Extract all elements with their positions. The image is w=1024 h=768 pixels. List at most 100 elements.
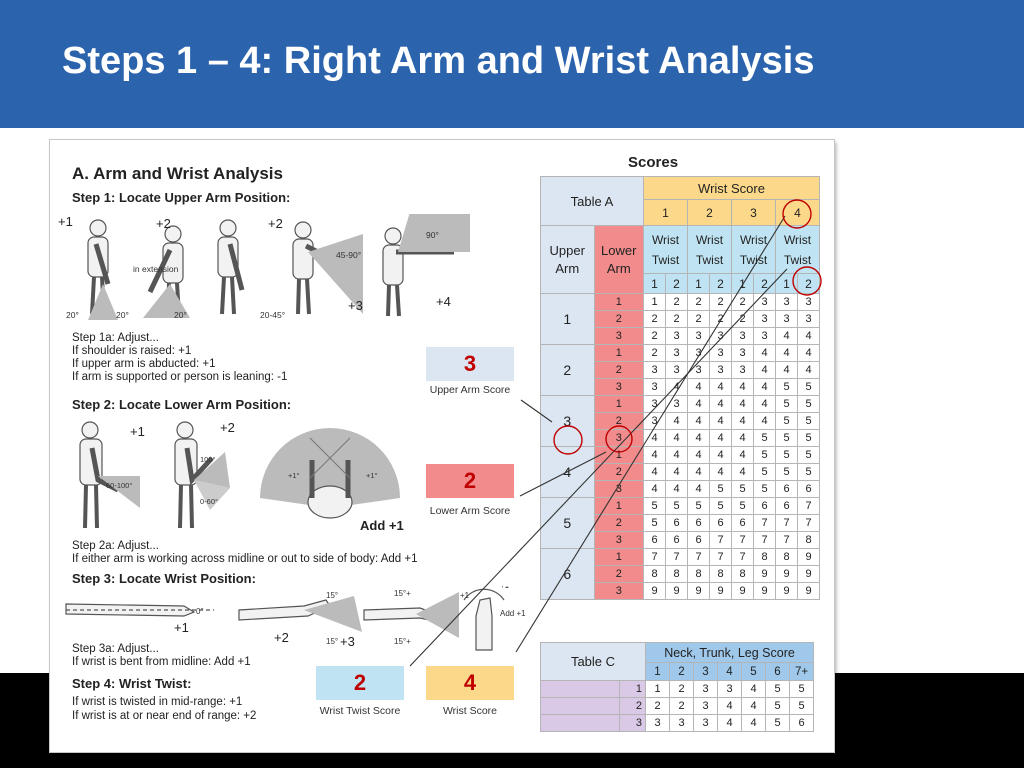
svg-text:+3: +3 [348, 298, 363, 313]
table-a-cell: 4 [665, 429, 688, 447]
lower-arm-value: 2 [593, 565, 645, 583]
table-c-row-label: 2 [619, 697, 646, 715]
table-a-cell: 3 [797, 293, 820, 311]
reba-worksheet: A. Arm and Wrist Analysis Step 1: Locate… [50, 140, 834, 752]
table-a-cell: 4 [709, 429, 732, 447]
table-a-cell: 4 [775, 327, 798, 345]
table-a-cell: 5 [687, 497, 710, 515]
table-a-cell: 7 [753, 531, 776, 549]
svg-text:+1: +1 [460, 591, 470, 600]
table-c-col: 6 [765, 662, 790, 681]
table-c-row-label: 3 [619, 714, 646, 732]
upper-arm-score-box: 3 [426, 347, 514, 381]
table-c-col: 2 [669, 662, 694, 681]
table-a-cell: 4 [709, 378, 732, 396]
table-a-cell: 2 [731, 293, 754, 311]
table-a-cell: 6 [665, 514, 688, 532]
table-c-blank [540, 714, 620, 732]
table-a-cell: 3 [643, 378, 666, 396]
table-a-cell: 3 [687, 361, 710, 379]
lower-arm-value: 1 [593, 548, 645, 566]
svg-text:15°+: 15°+ [394, 637, 411, 646]
svg-text:+1: +1 [500, 586, 510, 590]
lower-arm-figure-2 [174, 421, 214, 529]
step1-title: Step 1: Locate Upper Arm Position: [72, 190, 291, 205]
table-a-cell: 3 [709, 327, 732, 345]
table-a-cell: 6 [797, 480, 820, 498]
table-a-cell: 4 [687, 480, 710, 498]
svg-text:20-45°: 20-45° [260, 310, 285, 320]
upper-arm-value: 4 [540, 446, 595, 498]
lower-arm-value: 1 [593, 344, 645, 362]
table-a-cell: 9 [775, 565, 798, 583]
table-a-cell: 7 [775, 514, 798, 532]
svg-text:+4: +4 [436, 294, 451, 309]
table-c-cell: 4 [741, 680, 766, 698]
lower-arm-value: 3 [593, 327, 645, 345]
upper-arm-value: 2 [540, 344, 595, 396]
wrist-score-box: 4 [426, 666, 514, 700]
svg-text:20°: 20° [116, 310, 129, 320]
table-a-cell: 9 [753, 565, 776, 583]
table-a-cell: 3 [687, 344, 710, 362]
table-a-cell: 7 [753, 514, 776, 532]
table-a-cell: 8 [709, 565, 732, 583]
table-a-cell: 2 [709, 310, 732, 328]
table-a-cell: 9 [797, 548, 820, 566]
svg-text:Add +1: Add +1 [500, 609, 526, 618]
wrist-twist-col: 1 [775, 273, 798, 294]
step3a-line-1: If wrist is bent from midline: Add +1 [72, 656, 251, 668]
table-c-cell: 5 [789, 697, 814, 715]
upper-arm-figure-3 [217, 219, 245, 315]
wrist-twist-header: Wrist Twist [775, 225, 820, 274]
table-c-cell: 3 [693, 714, 718, 732]
table-a-cell: 3 [643, 395, 666, 413]
svg-text:+3: +3 [340, 634, 355, 649]
step3-title: Step 3: Locate Wrist Position: [72, 571, 256, 586]
wrist-twist-header: Wrist Twist [687, 225, 732, 274]
table-a-cell: 4 [797, 361, 820, 379]
upper-arm-score-label: Upper Arm Score [429, 384, 511, 396]
table-a-cell: 4 [797, 327, 820, 345]
upper-arm-value: 5 [540, 497, 595, 549]
table-a-cell: 8 [797, 531, 820, 549]
wrist-deviation-figure [463, 588, 505, 651]
table-a-cell: 7 [709, 531, 732, 549]
table-a-cell: 3 [775, 310, 798, 328]
table-a-cell: 3 [731, 327, 754, 345]
svg-text:+1°: +1° [366, 471, 378, 480]
svg-text:+2: +2 [156, 216, 171, 231]
svg-text:+2: +2 [268, 216, 283, 231]
lower-arm-value: 2 [593, 463, 645, 481]
upper-arm-figures: +1 +2 +2 +3 +4 in extension 45-90° 90° 2… [58, 214, 470, 320]
table-a-cell: 9 [731, 582, 754, 600]
table-a-cell: 4 [709, 412, 732, 430]
upper-arm-figure-2 [147, 225, 184, 317]
table-a-cell: 3 [753, 327, 776, 345]
table-a-cell: 7 [775, 531, 798, 549]
table-c-cell: 3 [693, 680, 718, 698]
svg-text:45-90°: 45-90° [336, 250, 361, 260]
wrist-twist-col: 2 [797, 273, 820, 294]
table-a-cell: 3 [753, 293, 776, 311]
table-a-cell: 3 [665, 361, 688, 379]
table-a-cell: 4 [665, 378, 688, 396]
table-c-col: 1 [645, 662, 670, 681]
table-a-cell: 4 [753, 361, 776, 379]
table-a-cell: 8 [643, 565, 666, 583]
table-c-cell: 5 [789, 680, 814, 698]
step1a-line-1: If shoulder is raised: +1 [72, 345, 192, 357]
table-a-cell: 4 [643, 480, 666, 498]
table-c-cell: 3 [669, 714, 694, 732]
table-c-cell: 3 [717, 680, 742, 698]
table-a-cell: 4 [643, 446, 666, 464]
wrist-extension-figure [363, 592, 459, 638]
lower-arm-figures: +1 +2 Add +1 60-100° 100° 0-60° +1° +1° [79, 420, 404, 533]
table-a-cell: 8 [665, 565, 688, 583]
table-a-cell: 5 [775, 429, 798, 447]
svg-text:90°: 90° [426, 230, 439, 240]
table-a-cell: 2 [643, 344, 666, 362]
table-a-cell: 7 [731, 531, 754, 549]
